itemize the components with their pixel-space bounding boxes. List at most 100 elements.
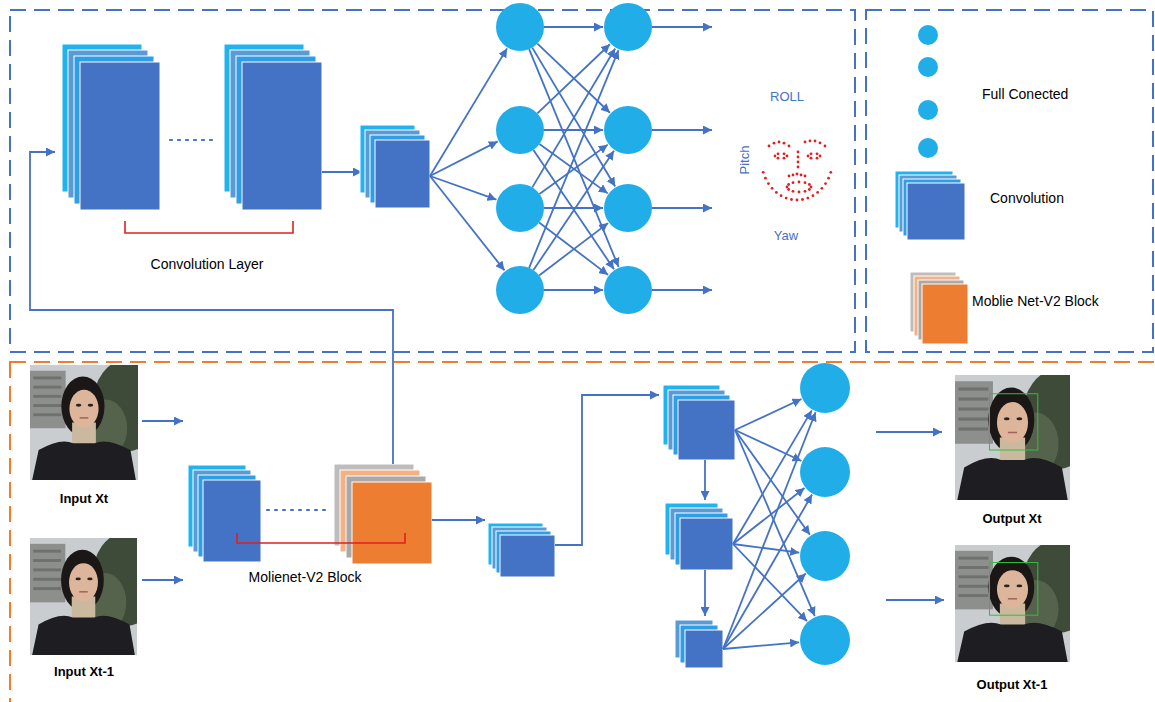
flow-line [537, 44, 610, 113]
conv-stack [665, 503, 733, 570]
legend-swatches [895, 25, 968, 344]
legend-swatch [910, 272, 968, 344]
photo-mouth [79, 591, 88, 593]
conv-layer [685, 630, 723, 668]
photo-building [30, 544, 65, 603]
legend-neuron [918, 57, 938, 77]
landmark-dot [808, 183, 811, 186]
flow-line [539, 144, 607, 193]
flow-line [733, 488, 805, 544]
dashed-region [10, 10, 855, 352]
legend-swatch [918, 25, 938, 158]
landmark-dot [819, 155, 822, 158]
dashed-region [10, 362, 1155, 702]
legend-neuron [918, 25, 938, 45]
flow-line [533, 151, 614, 270]
landmark-dot [824, 182, 827, 185]
regions [10, 10, 1155, 702]
feature-tap [392, 412, 394, 464]
photo-mouth [1008, 598, 1017, 600]
landmark-dot [816, 191, 819, 194]
node-label: Output Xt-1 [977, 676, 1048, 694]
landmark-dot [774, 155, 777, 158]
landmark-dot [787, 183, 790, 186]
flow-line [539, 145, 607, 194]
conv-layer [375, 140, 430, 208]
dashed-region [866, 10, 1153, 352]
landmark-dot [829, 171, 832, 174]
landmark-dot [804, 190, 807, 193]
flow-line [529, 50, 618, 268]
photo-window [958, 575, 988, 578]
photo-mouth [80, 417, 89, 419]
photo-window [33, 587, 61, 590]
photo-face [997, 570, 1028, 609]
flow-line [529, 49, 618, 267]
node-label: Molienet-V2 Block [249, 568, 362, 586]
fc-neuron [800, 615, 850, 665]
bracket [237, 533, 405, 543]
conv-stack [663, 385, 735, 460]
landmark-dot [804, 175, 807, 178]
landmark-dot [777, 157, 780, 160]
flow-line [430, 48, 507, 176]
flow-line [876, 431, 942, 433]
output-frame: Output Xt [950, 370, 1075, 532]
landmark-dot [777, 152, 780, 155]
fc-neuron [496, 184, 544, 232]
landmark-dot [788, 175, 791, 178]
landmark-dot [797, 166, 800, 169]
conv-layer [242, 62, 322, 210]
flow-line [430, 141, 498, 176]
flow-line [704, 460, 706, 500]
conv-layer [907, 183, 965, 240]
landmark-dot [788, 145, 791, 148]
landmark-dot [797, 151, 800, 154]
legend-neuron [918, 100, 938, 120]
landmark-dot [780, 194, 783, 197]
photo-window [33, 386, 61, 389]
flow-line [704, 570, 706, 616]
flow-line [652, 129, 712, 131]
landmark-dot [814, 140, 817, 143]
landmark-dot [785, 197, 788, 200]
landmark-dot [773, 142, 776, 145]
fc-neuron [604, 266, 652, 314]
landmark-dot [804, 141, 807, 144]
photo-eye [87, 578, 92, 581]
landmark-dot [824, 145, 827, 148]
face-photo [30, 538, 137, 655]
node-label: Input Xt-1 [54, 663, 114, 681]
flow-line [886, 599, 944, 601]
photo-building [955, 551, 993, 610]
flow-line [539, 223, 608, 275]
photo-jacket [957, 623, 1067, 662]
fc-neuron [496, 266, 544, 314]
bracket [125, 221, 293, 233]
flow-line [544, 289, 603, 291]
fc-neuron [604, 3, 652, 51]
flow-line [723, 495, 812, 649]
node-label: Input Xt [60, 490, 108, 508]
flow-line [544, 26, 603, 28]
legend-swatch [895, 171, 965, 240]
photo-window [958, 408, 988, 411]
photo-face [997, 402, 1028, 443]
photo-jacket [32, 616, 135, 655]
axis-label: Pitch [736, 146, 754, 175]
landmark-dot [800, 174, 803, 177]
legend-label: Full Conected [982, 85, 1068, 103]
photo-eye [88, 404, 93, 407]
output-frame: Output Xt-1 [950, 540, 1075, 700]
landmark-dot [804, 181, 807, 184]
flow-line [544, 129, 603, 131]
conv-layer [80, 62, 160, 210]
fc-neuron [604, 106, 652, 154]
conv-layer-group: Convolution Layer [55, 35, 330, 275]
landmark-dot [798, 181, 801, 184]
conv-layer [500, 535, 555, 577]
face-landmarks [762, 139, 832, 201]
